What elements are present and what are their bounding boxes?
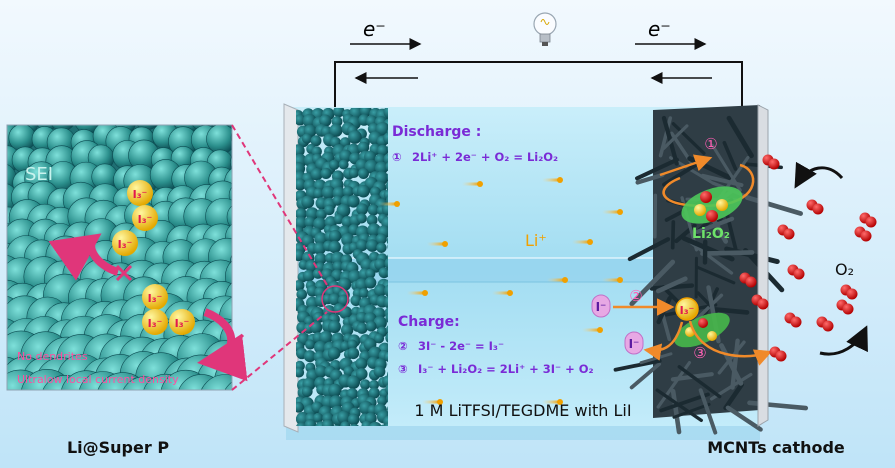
- iodide-ion-1: I⁻: [596, 300, 607, 314]
- eq1-number: ①: [392, 150, 402, 164]
- svg-text:I₃⁻: I₃⁻: [148, 317, 163, 330]
- electrolyte-label: 1 M LiTFSI/TEGDME with LiI: [414, 401, 631, 420]
- electron-label-left: e⁻: [363, 17, 386, 41]
- o2-label: O₂: [835, 260, 854, 279]
- charge-title: Charge:: [398, 314, 460, 330]
- carbon-nanotubes: [613, 115, 809, 435]
- step-mark-2: ②: [629, 287, 642, 305]
- rotate-arrow-icon: [794, 161, 868, 356]
- li2o2-label: Li₂O₂: [692, 226, 730, 242]
- electron-label-right: e⁻: [648, 17, 671, 41]
- sei-inset: SEI I₃⁻ I₃⁻ I₃⁻ I₃⁻ I₃⁻ I₃⁻ No dendrites…: [6, 124, 248, 391]
- discharge-title: Discharge :: [392, 124, 481, 140]
- eq3-number: ③: [398, 362, 408, 376]
- zoom-indicator: [231, 124, 349, 391]
- svg-text:I₃⁻: I₃⁻: [138, 213, 153, 226]
- anode-label: Li@Super P: [67, 438, 169, 457]
- inset-note-1: No dendrites: [17, 350, 88, 363]
- eq2-number: ②: [398, 339, 408, 353]
- oxygen-molecules: [739, 154, 877, 362]
- iodide-ion-2: I⁻: [629, 337, 640, 351]
- li-ion-label: Li⁺: [525, 231, 547, 250]
- sei-label: SEI: [25, 164, 53, 185]
- eq2-text: 3I⁻ - 2e⁻ = I₃⁻: [418, 339, 504, 353]
- lightbulb-icon: [533, 12, 557, 46]
- step-mark-3: ③: [693, 344, 706, 362]
- eq3-text: I₃⁻ + Li₂O₂ = 2Li⁺ + 3I⁻ + O₂: [418, 362, 594, 376]
- i3-cluster-top: I₃⁻ I₃⁻ I₃⁻: [112, 180, 158, 256]
- svg-text:I₃⁻: I₃⁻: [118, 238, 133, 251]
- svg-text:I₃⁻: I₃⁻: [175, 317, 190, 330]
- cross-mark-icon: [115, 264, 133, 282]
- eq1-text: 2Li⁺ + 2e⁻ + O₂ = Li₂O₂: [412, 150, 558, 164]
- cathode-label: MCNTs cathode: [707, 438, 845, 457]
- cathode-reactions: Li₂O₂ ① I₃⁻ I⁻ I⁻ ② ③: [591, 135, 773, 366]
- inset-note-2: Ultralow local current density: [17, 373, 179, 386]
- step-mark-1: ①: [704, 135, 717, 153]
- svg-text:I₃⁻: I₃⁻: [133, 188, 148, 201]
- i3-ion-cathode: I₃⁻: [680, 304, 695, 317]
- external-circuit: e⁻ e⁻: [334, 17, 743, 110]
- anode-electrode: [283, 103, 388, 433]
- li-ion-streaks: [379, 177, 623, 405]
- i3-cluster-bottom: I₃⁻ I₃⁻ I₃⁻: [142, 284, 195, 335]
- anode-particles: [296, 108, 388, 426]
- svg-text:I₃⁻: I₃⁻: [148, 292, 163, 305]
